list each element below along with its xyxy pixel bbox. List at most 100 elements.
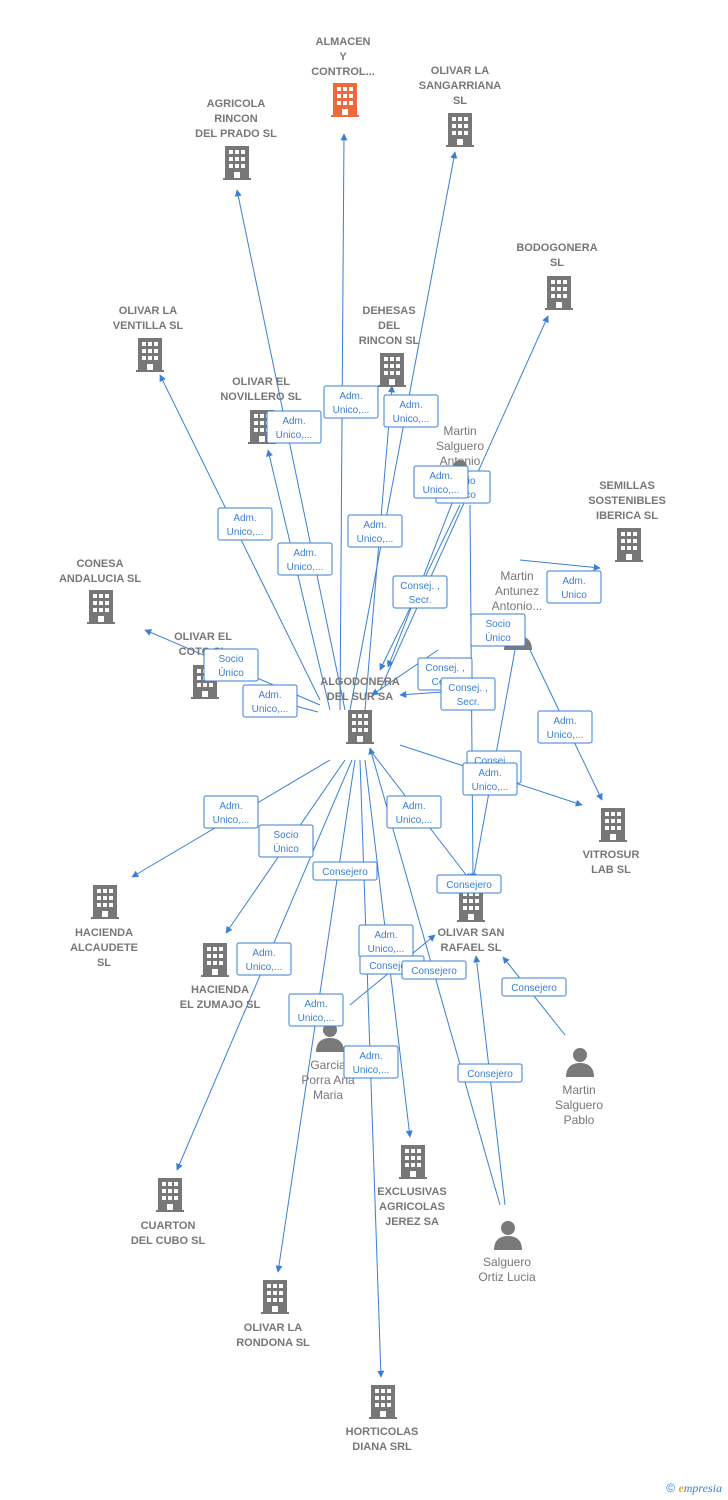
building-icon[interactable] bbox=[156, 1178, 184, 1212]
edge-line-4 bbox=[266, 449, 331, 711]
edge-label-text: Consejero bbox=[467, 1069, 513, 1080]
edge-label-text: Adm.Unico,... bbox=[353, 1051, 390, 1076]
building-icon[interactable] bbox=[378, 353, 406, 387]
building-icon[interactable] bbox=[136, 338, 164, 372]
edge-label-text: Consej. ,Secr. bbox=[400, 581, 439, 606]
footer-brand: © empresia bbox=[666, 1481, 722, 1496]
edge-label-text: Adm.Unico,... bbox=[333, 391, 370, 416]
edge-label-box[interactable]: Adm.Unico,... bbox=[358, 924, 414, 958]
person-icon[interactable] bbox=[566, 1048, 594, 1077]
building-icon[interactable] bbox=[223, 146, 251, 180]
edge-label-box[interactable]: Consejero bbox=[436, 874, 502, 894]
edge-line-1 bbox=[234, 189, 346, 711]
edge-label-box[interactable]: Consej. ,Secr. bbox=[392, 575, 448, 609]
edge-line-2 bbox=[349, 151, 458, 711]
edge-label-text: Adm.Unico,... bbox=[357, 520, 394, 545]
edge-label-text: Adm.Unico,... bbox=[393, 400, 430, 425]
edge-label-box[interactable]: Adm.Unico,... bbox=[383, 394, 439, 428]
building-icon[interactable] bbox=[446, 113, 474, 147]
edge-label-text: Adm.Unico,... bbox=[423, 471, 460, 496]
brand-logo[interactable]: empresia bbox=[678, 1481, 722, 1495]
building-icon[interactable] bbox=[261, 1280, 289, 1314]
building-icon[interactable] bbox=[201, 943, 229, 977]
edge-label-box[interactable]: Adm.Unico,... bbox=[347, 514, 403, 548]
edge-label-box[interactable]: Adm.Unico,... bbox=[217, 507, 273, 541]
building-icon[interactable] bbox=[331, 83, 359, 117]
building-icon[interactable] bbox=[399, 1145, 427, 1179]
edge-label-text: Consejero bbox=[322, 867, 368, 878]
person-icon[interactable] bbox=[316, 1023, 344, 1052]
edge-label-text: Adm.Unico,... bbox=[213, 801, 250, 826]
edge-label-box[interactable]: Consejero bbox=[401, 960, 467, 980]
edge-label-box[interactable]: Consejero bbox=[457, 1063, 523, 1083]
edge-label-text: Adm.Unico,... bbox=[227, 513, 264, 538]
building-icon[interactable] bbox=[599, 808, 627, 842]
edge-label-text: Adm.Unico,... bbox=[547, 716, 584, 741]
edge-label-box[interactable]: Consej. ,Secr. bbox=[440, 677, 496, 711]
building-icon[interactable] bbox=[87, 590, 115, 624]
building-icon[interactable] bbox=[369, 1385, 397, 1419]
edge-label-box[interactable]: Consejero bbox=[501, 977, 567, 997]
copyright-icon: © bbox=[666, 1481, 676, 1495]
edge-label-box[interactable]: Adm.Unico,... bbox=[537, 710, 593, 744]
edge-label-box[interactable]: Consejero bbox=[312, 861, 378, 881]
edge-label-box[interactable]: Adm.Unico,... bbox=[236, 942, 292, 976]
edge-label-box[interactable]: Adm.Unico,... bbox=[203, 795, 259, 829]
edge-label-box[interactable]: Adm.Unico,... bbox=[462, 762, 518, 796]
person-icon[interactable] bbox=[494, 1221, 522, 1250]
edge-label-box[interactable]: Adm.Unico,... bbox=[266, 410, 322, 444]
edge-label-box[interactable]: Adm.Unico,... bbox=[413, 465, 469, 499]
building-icon[interactable] bbox=[91, 885, 119, 919]
building-icon[interactable] bbox=[545, 276, 573, 310]
edge-label-text: Adm.Unico bbox=[561, 576, 587, 601]
edge-label-box[interactable]: Adm.Unico,... bbox=[343, 1045, 399, 1079]
edge-label-text: Adm.Unico,... bbox=[472, 768, 509, 793]
edge-label-box[interactable]: Adm.Unico,... bbox=[386, 795, 442, 829]
edge-label-text: Consejero bbox=[511, 983, 557, 994]
building-icon[interactable] bbox=[615, 528, 643, 562]
edge-label-box[interactable]: Adm.Unico,... bbox=[288, 993, 344, 1027]
edge-label-text: Adm.Unico,... bbox=[298, 999, 335, 1024]
edge-label-box[interactable]: Adm.Unico,... bbox=[277, 542, 333, 576]
edge-line-3 bbox=[364, 385, 395, 711]
edge-label-text: Adm.Unico,... bbox=[252, 690, 289, 715]
building-icon[interactable] bbox=[346, 710, 374, 744]
edge-label-box[interactable]: Adm.Unico,... bbox=[323, 385, 379, 419]
edge-label-text: Adm.Unico,... bbox=[276, 416, 313, 441]
edge-label-box[interactable]: Adm.Unico,... bbox=[242, 684, 298, 718]
edge-labels-layer: Adm.Unico,...Adm.Unico,...Adm.Unico,...A… bbox=[203, 385, 602, 1083]
edge-label-box[interactable]: Adm.Unico bbox=[546, 570, 602, 604]
